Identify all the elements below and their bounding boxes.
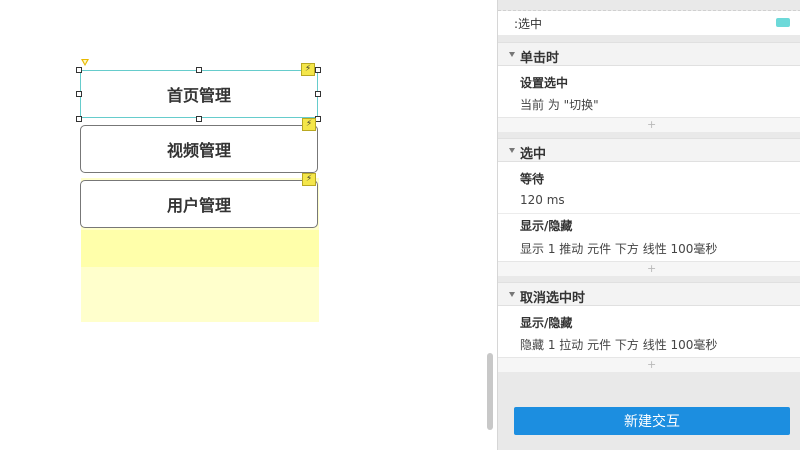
action-detail[interactable]: 当前 为 "切换" [520, 98, 599, 112]
interactions-panel: :选中 单击时 设置选中 当前 为 "切换" + 选中 等待 120 ms 显示… [497, 0, 800, 450]
divider [498, 213, 800, 214]
event-title: 取消选中时 [520, 291, 586, 306]
case-label: :选中 [514, 17, 543, 31]
resize-handle-n[interactable] [196, 67, 202, 73]
action-list: 等待 120 ms 显示/隐藏 显示 1 推动 元件 下方 线性 100毫秒 [498, 162, 800, 261]
action-list: 显示/隐藏 隐藏 1 拉动 元件 下方 线性 100毫秒 [498, 306, 800, 357]
canvas-scrollbar[interactable] [487, 353, 493, 430]
dynamic-panel-state[interactable] [81, 230, 319, 267]
action-title[interactable]: 等待 [520, 172, 545, 186]
lightning-bolt-icon[interactable]: ⚡ [302, 173, 316, 186]
add-action-row[interactable]: + [498, 261, 800, 276]
resize-handle-ne[interactable] [315, 67, 321, 73]
case-color-swatch [776, 18, 790, 27]
lightning-bolt-icon[interactable]: ⚡ [301, 63, 315, 76]
resize-handle-sw[interactable] [76, 116, 82, 122]
collapse-triangle-icon[interactable] [509, 292, 515, 297]
action-detail[interactable]: 显示 1 推动 元件 下方 线性 100毫秒 [520, 242, 718, 256]
resize-handle-s[interactable] [196, 116, 202, 122]
action-list: 设置选中 当前 为 "切换" [498, 66, 800, 117]
triangle-flag-inner [83, 60, 87, 64]
menu-button-user[interactable]: 用户管理 [80, 180, 318, 228]
collapse-triangle-icon[interactable] [509, 52, 515, 57]
event-header-selected[interactable]: 选中 [498, 138, 800, 162]
action-detail[interactable]: 隐藏 1 拉动 元件 下方 线性 100毫秒 [520, 338, 718, 352]
design-canvas[interactable]: 首页管理 视频管理 用户管理 ⚡ ⚡ ⚡ [0, 0, 487, 450]
event-header-unselected[interactable]: 取消选中时 [498, 282, 800, 306]
add-action-row[interactable]: + [498, 117, 800, 132]
plus-icon[interactable]: + [647, 358, 657, 371]
resize-handle-e[interactable] [315, 91, 321, 97]
resize-handle-nw[interactable] [76, 67, 82, 73]
add-action-row[interactable]: + [498, 357, 800, 372]
action-detail[interactable]: 120 ms [520, 193, 565, 207]
event-title: 单击时 [520, 51, 560, 66]
lightning-bolt-icon[interactable]: ⚡ [302, 118, 316, 131]
resize-handle-w[interactable] [76, 91, 82, 97]
plus-icon[interactable]: + [647, 118, 657, 131]
menu-button-video[interactable]: 视频管理 [80, 125, 318, 173]
plus-icon[interactable]: + [647, 262, 657, 275]
collapse-triangle-icon[interactable] [509, 148, 515, 153]
menu-button-label: 用户管理 [166, 196, 231, 215]
menu-button-label: 视频管理 [166, 141, 231, 160]
event-title: 选中 [520, 147, 547, 162]
menu-button-label: 首页管理 [166, 86, 231, 105]
case-row[interactable]: :选中 [498, 10, 800, 35]
event-header-click[interactable]: 单击时 [498, 42, 800, 66]
divider [498, 10, 800, 11]
action-title[interactable]: 显示/隐藏 [520, 316, 573, 330]
action-title[interactable]: 显示/隐藏 [520, 219, 573, 233]
menu-button-home[interactable]: 首页管理 [80, 70, 318, 118]
new-interaction-button[interactable]: 新建交互 [514, 407, 790, 435]
action-title[interactable]: 设置选中 [520, 76, 569, 90]
